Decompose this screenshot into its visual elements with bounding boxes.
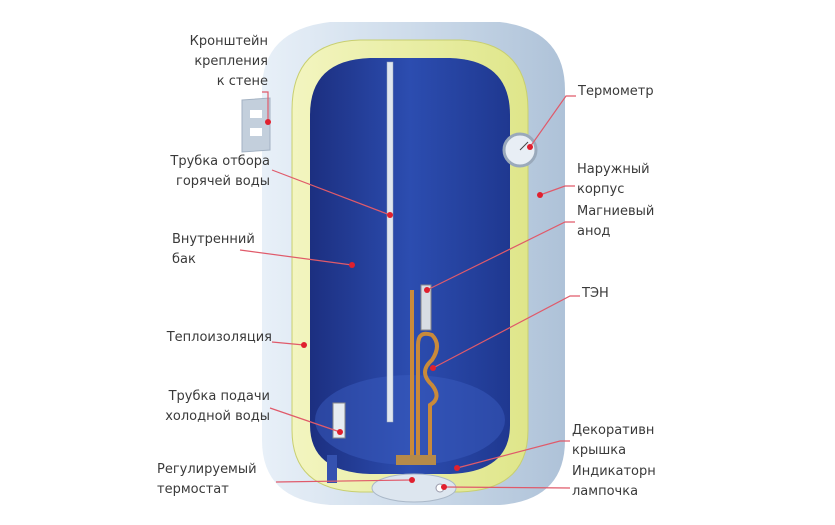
label-line: Теплоизоляция: [166, 330, 272, 345]
label-line: Термометр: [578, 84, 654, 99]
label-line: Внутренний: [172, 232, 255, 247]
cold-water-pipe: [332, 402, 346, 439]
label-line: лампочка: [572, 484, 639, 499]
label-outer-casing: Наружный корпус: [577, 160, 650, 200]
label-line: горячей воды: [176, 174, 270, 189]
label-magnesium-anode: Магниевый анод: [577, 202, 654, 242]
label-line: Регулируемый: [157, 462, 257, 477]
label-line: Декоративн: [572, 423, 655, 438]
label-line: Магниевый: [577, 204, 655, 219]
hot-water-pipe: [386, 61, 394, 423]
label-line: крепления: [194, 54, 268, 69]
label-cold-water-pipe: Трубка подачи холодной воды: [165, 387, 270, 427]
decorative-cover: [371, 473, 457, 503]
label-line: Трубка подачи: [168, 389, 270, 404]
label-decorative-cover: Декоративн крышка: [572, 421, 654, 461]
label-line: к стене: [216, 74, 268, 89]
magnesium-anode: [420, 284, 432, 331]
label-line: термостат: [157, 482, 229, 497]
label-line: анод: [577, 224, 611, 239]
label-line: Наружный: [577, 162, 650, 177]
label-wall-bracket: Кронштейн крепления к стене: [190, 32, 268, 92]
inner-tank: [310, 58, 510, 474]
label-line: крышка: [572, 443, 627, 458]
label-line: корпус: [577, 182, 625, 197]
label-line: Кронштейн: [189, 34, 268, 49]
label-line: холодной воды: [165, 409, 270, 424]
pointer-lines: [239, 91, 580, 489]
label-line: Трубка отбора: [170, 154, 270, 169]
label-line: ТЭН: [582, 286, 609, 301]
pointer-dots: [265, 119, 543, 490]
label-indicator-lamp: Индикаторн лампочка: [572, 462, 656, 502]
label-thermometer: Термометр: [578, 82, 654, 102]
label-thermostat: Регулируемый термостат: [157, 460, 257, 500]
label-inner-tank: Внутренний бак: [172, 230, 255, 270]
label-hot-water-pipe: Трубка отбора горячей воды: [170, 152, 270, 192]
label-line: бак: [172, 252, 196, 267]
wall-bracket: [241, 97, 271, 153]
label-insulation: Теплоизоляция: [167, 328, 272, 348]
label-heating-element: ТЭН: [582, 284, 609, 304]
label-line: Индикаторн: [572, 464, 656, 479]
heating-element: [410, 290, 439, 455]
